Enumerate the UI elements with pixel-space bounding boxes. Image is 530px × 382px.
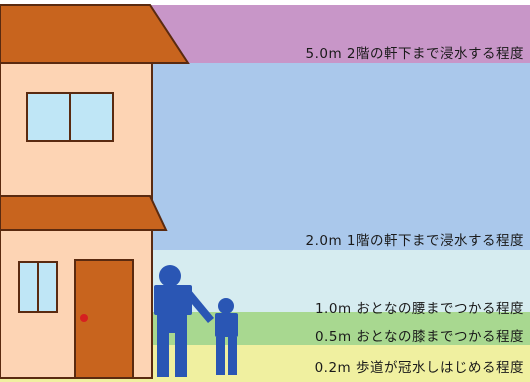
- level-1m-label: 1.0m おとなの腰までつかる程度: [315, 297, 524, 317]
- level-05m-label: 0.5m おとなの膝までつかる程度: [315, 325, 524, 345]
- level-5m-label: 5.0m 2階の軒下まで浸水する程度: [305, 42, 524, 62]
- level-2m-label: 2.0m 1階の軒下まで浸水する程度: [305, 229, 524, 249]
- level-5m-depth: 5.0m: [305, 46, 343, 62]
- level-02m-text: 歩道が冠水しはじめる程度: [356, 360, 524, 376]
- adult-figure-icon: [154, 265, 214, 377]
- level-02m-label: 0.2m 歩道が冠水しはじめる程度: [315, 356, 524, 376]
- level-2m-text: 1階の軒下まで浸水する程度: [346, 233, 524, 249]
- level-05m-depth: 0.5m: [314, 329, 352, 345]
- level-1m-text: おとなの腰までつかる程度: [356, 301, 524, 317]
- level-05m-text: おとなの膝までつかる程度: [356, 329, 524, 345]
- level-1m-depth: 1.0m: [314, 301, 352, 317]
- level-02m-depth: 0.2m: [314, 360, 352, 376]
- child-figure-icon: [215, 298, 238, 375]
- level-2m-depth: 2.0m: [305, 233, 343, 249]
- level-5m-text: 2階の軒下まで浸水する程度: [346, 46, 524, 62]
